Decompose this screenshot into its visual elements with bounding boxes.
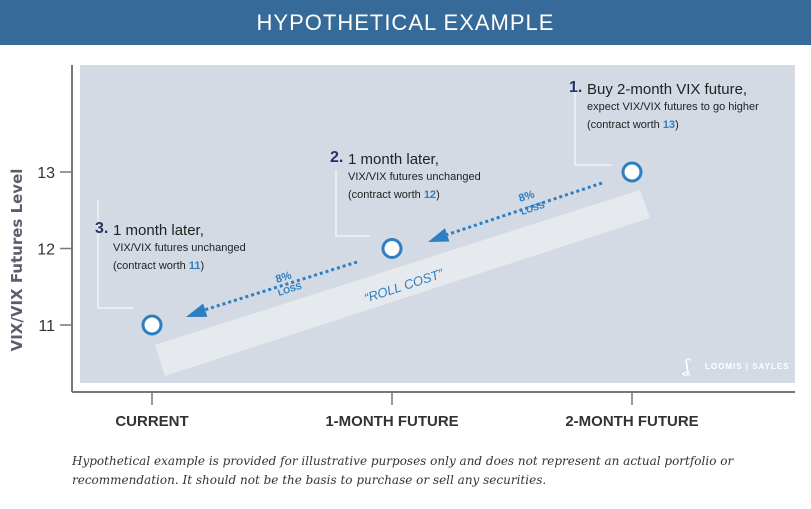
annotation-contract: (contract worth 13) [587, 119, 679, 131]
dotted-arrow [197, 260, 358, 314]
roll-cost-band [155, 190, 650, 376]
contract-suffix: ) [675, 119, 679, 131]
leader-line [335, 170, 370, 237]
annotation-contract: (contract worth 12) [348, 189, 440, 201]
annotation-number: 2. [330, 149, 343, 166]
x-tick-label: CURRENT [115, 413, 188, 430]
logo-text: LOOMIS | SAYLES [705, 362, 790, 371]
contract-value: 13 [663, 119, 675, 131]
leader-line [574, 85, 612, 166]
annotation-detail: VIX/VIX futures unchanged [348, 171, 481, 183]
data-point [381, 238, 403, 259]
data-point [621, 161, 643, 183]
annotation-number: 3. [95, 220, 108, 237]
plot-panel [80, 65, 795, 383]
x-tick-label: 2-MONTH FUTURE [565, 413, 698, 430]
y-tick-label: 13 [37, 165, 55, 182]
annotation-title: Buy 2-month VIX future, [587, 81, 747, 98]
annotation-contract: (contract worth 11) [113, 260, 204, 272]
contract-suffix: ) [436, 189, 440, 201]
annotation-title: 1 month later, [348, 151, 439, 168]
contract-prefix: (contract worth [348, 189, 424, 201]
contract-prefix: (contract worth [113, 260, 189, 272]
loss-percent: 8% [274, 269, 293, 285]
annotation-title: 1 month later, [113, 222, 204, 239]
y-tick-label: 12 [37, 242, 55, 259]
contract-suffix: ) [200, 260, 204, 272]
y-tick-label: 11 [38, 318, 55, 335]
y-axis-label: VIX/VIX Futures Level [8, 169, 26, 352]
annotation-detail: VIX/VIX futures unchanged [113, 242, 246, 254]
arrow-head [428, 228, 450, 242]
leader-line [97, 200, 133, 309]
contract-value: 11 [189, 260, 201, 272]
arrow-head [186, 303, 208, 317]
contract-prefix: (contract worth [587, 119, 663, 131]
footnote: Hypothetical example is provided for ill… [72, 454, 734, 487]
x-tick-label: 1-MONTH FUTURE [325, 413, 458, 430]
header-title: HYPOTHETICAL EXAMPLE [0, 0, 811, 45]
logo-mark: ʆ [682, 356, 691, 377]
contract-value: 12 [424, 189, 436, 201]
loss-percent: 8% [517, 188, 536, 204]
dotted-arrow [439, 181, 603, 239]
annotation-number: 1. [569, 79, 582, 96]
data-point [141, 314, 163, 336]
annotation-detail: expect VIX/VIX futures to go higher [587, 101, 759, 113]
